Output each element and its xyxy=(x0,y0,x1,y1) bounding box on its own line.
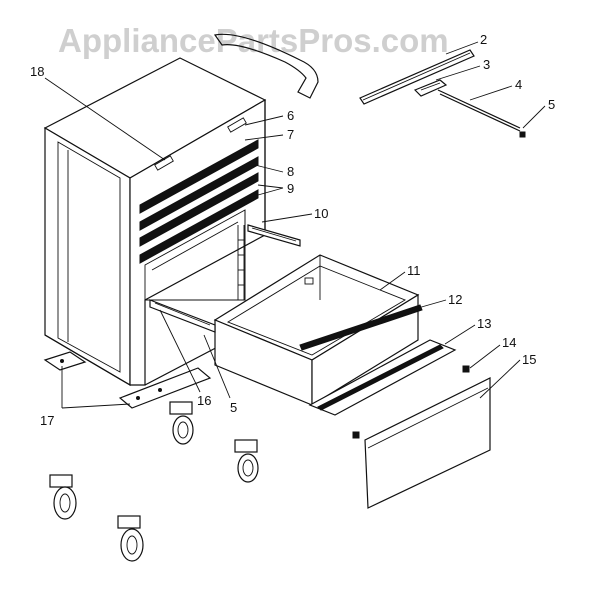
callout-2: 2 xyxy=(480,32,487,47)
callout-17: 17 xyxy=(40,413,54,428)
caster-mount-bracket xyxy=(43,351,212,409)
callout-15: 15 xyxy=(522,352,536,367)
callout-10: 10 xyxy=(314,206,328,221)
drawer-box xyxy=(213,254,420,407)
callout-4: 4 xyxy=(515,77,522,92)
caster-wheel-2 xyxy=(234,439,259,483)
lid-support-rod xyxy=(437,89,521,132)
callout-7: 7 xyxy=(287,127,294,142)
lower-slide-rail xyxy=(149,299,216,333)
callout-18: 18 xyxy=(30,64,44,79)
lid-bracket xyxy=(413,79,448,97)
callout-16: 16 xyxy=(197,393,211,408)
callout-13: 13 xyxy=(477,316,491,331)
callout-8: 8 xyxy=(287,164,294,179)
screw-part xyxy=(352,365,470,439)
leader-lines xyxy=(44,41,546,409)
drawer-front-panel xyxy=(308,339,457,416)
drawer-slide xyxy=(299,304,423,351)
top-handle-part xyxy=(213,33,319,99)
callout-14: 14 xyxy=(502,335,516,350)
callout-3: 3 xyxy=(483,57,490,72)
caster-wheel-4 xyxy=(117,515,144,562)
drawer-face-panel xyxy=(364,377,491,509)
rod-end-clip xyxy=(519,131,526,138)
cabinet-body xyxy=(43,57,267,387)
callout-labels: 2 3 4 5 6 7 8 9 10 11 12 13 14 15 16 5 1… xyxy=(30,32,555,428)
callout-9: 9 xyxy=(287,181,294,196)
lid-stay-bar xyxy=(359,49,475,105)
callout-11: 11 xyxy=(407,263,421,278)
callout-5-bottom: 5 xyxy=(230,400,237,415)
drawer-slide-rail xyxy=(247,224,301,247)
caster-wheel-1 xyxy=(169,401,194,445)
callout-5-top: 5 xyxy=(548,97,555,112)
callout-6: 6 xyxy=(287,108,294,123)
callout-12: 12 xyxy=(448,292,462,307)
caster-wheel-3 xyxy=(49,474,77,520)
